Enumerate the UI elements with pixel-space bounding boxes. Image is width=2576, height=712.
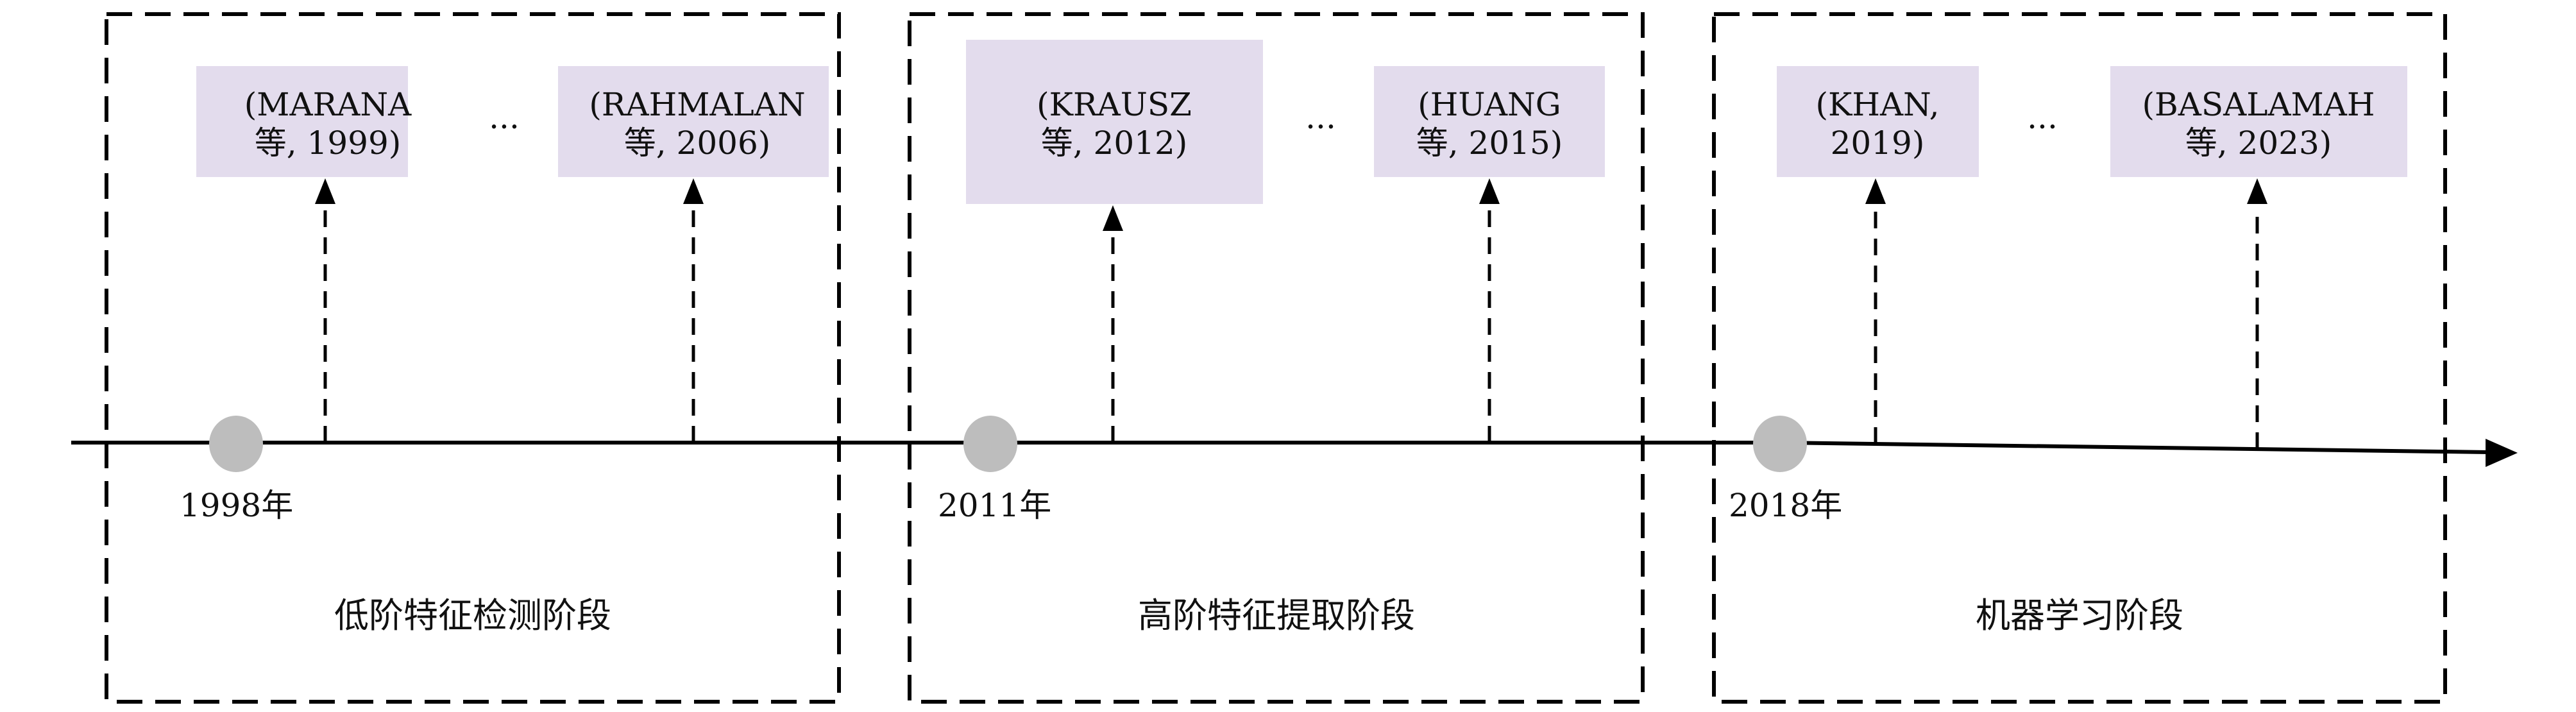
paper-ref-line1: (RAHMALAN [589, 86, 805, 123]
ellipsis: ... [489, 99, 520, 136]
paper-ref-line2: 等, 2012) [1041, 124, 1188, 162]
paper-ref-line1: (KRAUSZ [1037, 86, 1192, 123]
paper-ref-line1: (MARANA [244, 86, 412, 123]
paper-ref-line2: 等, 2015) [1416, 124, 1563, 162]
arrowhead-icon [1865, 178, 1886, 204]
phase-frame-1 [105, 12, 841, 704]
arrowhead-icon [2247, 178, 2267, 204]
paper-box-rahmalan [558, 66, 829, 177]
year-label-1: 1998年 [180, 487, 293, 524]
arrowhead-icon [683, 178, 704, 204]
year-label-3: 2018年 [1729, 487, 1842, 524]
paper-box-basalamah [2110, 66, 2407, 177]
timeline-arrowhead-icon [2486, 439, 2518, 467]
phase-label-1: 低阶特征检测阶段 [334, 595, 611, 636]
paper-ref-line2: 等, 2006) [624, 124, 771, 162]
ellipsis: ... [1305, 99, 1336, 136]
arrowhead-icon [1103, 205, 1123, 231]
phase-frame-2 [908, 12, 1645, 704]
paper-box-krausz [966, 40, 1263, 204]
paper-ref-line1: (HUANG [1418, 86, 1561, 123]
paper-ref-line1: (KHAN, [1815, 86, 1939, 123]
year-label-2: 2011年 [938, 487, 1051, 524]
paper-box-huang [1374, 66, 1605, 177]
timeline-axis [71, 441, 2489, 454]
paper-box-khan [1777, 66, 1979, 177]
paper-ref-line2: 等, 2023) [2185, 124, 2332, 162]
paper-ref-line2: 2019) [1831, 124, 1925, 162]
milestone-dot-2 [963, 416, 1017, 472]
phase-label-3: 机器学习阶段 [1976, 595, 2183, 636]
phase-frame-3 [1712, 12, 2447, 704]
phase-label-2: 高阶特征提取阶段 [1138, 595, 1415, 636]
arrowhead-icon [315, 178, 335, 204]
paper-ref-line2: 等, 1999) [255, 124, 402, 162]
paper-box-marana [196, 66, 408, 177]
milestone-dot-1 [209, 416, 263, 472]
paper-ref-line1: (BASALAMAH [2142, 86, 2375, 123]
milestone-dot-3 [1753, 416, 1807, 472]
ellipsis: ... [2027, 99, 2058, 136]
arrowhead-icon [1479, 178, 1500, 204]
